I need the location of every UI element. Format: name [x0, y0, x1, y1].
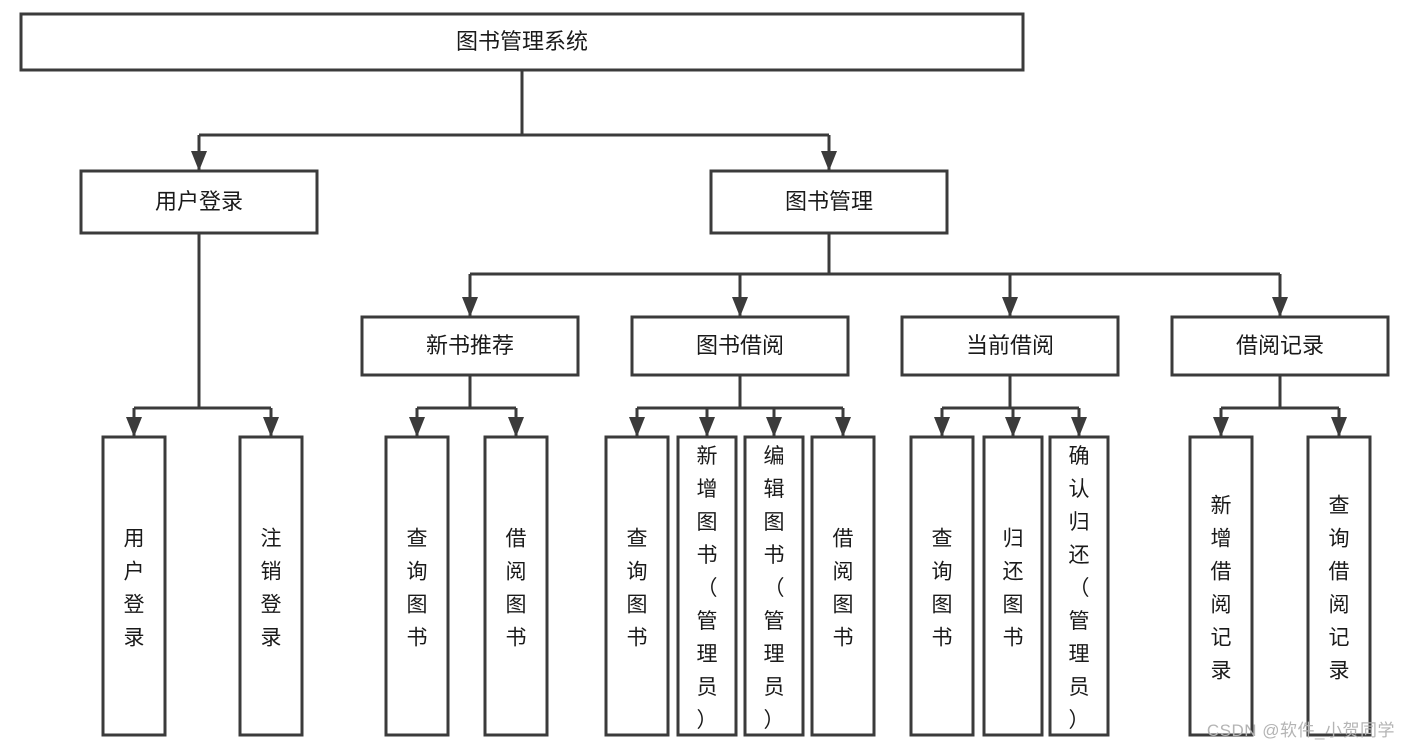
arrow-head-icon	[191, 151, 207, 171]
node-label: 查询图书	[407, 528, 428, 650]
node-label: 图书管理	[785, 189, 873, 214]
arrow-head-icon	[732, 297, 748, 317]
arrow-head-icon	[1331, 417, 1347, 437]
nodes-layer: 图书管理系统用户登录图书管理新书推荐图书借阅当前借阅借阅记录用户登录注销登录查询…	[19, 12, 1390, 737]
node-box	[604, 435, 670, 737]
node-label: 新增借阅记录	[1211, 495, 1232, 683]
node-label: 借阅图书	[833, 528, 854, 650]
node-book-borrow[interactable]: 图书借阅	[630, 315, 850, 377]
node-current-borrow[interactable]: 当前借阅	[900, 315, 1120, 377]
node-box	[19, 12, 1025, 72]
node-leaf-confirm-return[interactable]: 确认归还（管理员）	[1048, 435, 1110, 737]
node-leaf-query-record[interactable]: 查询借阅记录	[1306, 435, 1372, 737]
node-label: 借阅记录	[1236, 333, 1324, 358]
node-label: 当前借阅	[966, 333, 1054, 358]
node-box	[709, 169, 949, 235]
node-leaf-user-login[interactable]: 用户登录	[101, 435, 167, 737]
node-label: 新增图书（管理员）	[697, 445, 718, 732]
node-box	[810, 435, 876, 737]
arrow-head-icon	[409, 417, 425, 437]
node-label: 归还图书	[1003, 528, 1024, 650]
node-box	[384, 435, 450, 737]
arrow-head-icon	[1002, 297, 1018, 317]
node-box	[238, 435, 304, 737]
arrow-head-icon	[629, 417, 645, 437]
node-label: 查询借阅记录	[1329, 495, 1350, 683]
node-leaf-add-record[interactable]: 新增借阅记录	[1188, 435, 1254, 737]
node-leaf-user-logout[interactable]: 注销登录	[238, 435, 304, 737]
node-box	[676, 435, 738, 737]
node-label: 查询图书	[932, 528, 953, 650]
node-box	[900, 315, 1120, 377]
arrow-head-icon	[263, 417, 279, 437]
node-box	[360, 315, 580, 377]
arrow-head-icon	[126, 417, 142, 437]
node-box	[909, 435, 975, 737]
connectors-layer	[126, 70, 1347, 437]
node-leaf-add-book[interactable]: 新增图书（管理员）	[676, 435, 738, 737]
node-box	[743, 435, 805, 737]
node-box	[101, 435, 167, 737]
arrow-head-icon	[835, 417, 851, 437]
node-label: 用户登录	[155, 189, 243, 214]
node-leaf-query-book-2[interactable]: 查询图书	[604, 435, 670, 737]
node-root[interactable]: 图书管理系统	[19, 12, 1025, 72]
node-box	[1188, 435, 1254, 737]
watermark-text: CSDN @软件_小贺同学	[1206, 721, 1395, 740]
arrow-head-icon	[1071, 417, 1087, 437]
arrow-head-icon	[462, 297, 478, 317]
arrow-head-icon	[934, 417, 950, 437]
node-box	[630, 315, 850, 377]
node-new-book-rec[interactable]: 新书推荐	[360, 315, 580, 377]
node-box	[1170, 315, 1390, 377]
node-label: 编辑图书（管理员）	[764, 445, 785, 732]
arrow-head-icon	[1213, 417, 1229, 437]
node-label: 新书推荐	[426, 333, 514, 358]
node-label: 查询图书	[627, 528, 648, 650]
arrow-head-icon	[1272, 297, 1288, 317]
node-box	[1048, 435, 1110, 737]
arrow-head-icon	[766, 417, 782, 437]
node-label: 确认归还（管理员）	[1069, 445, 1090, 732]
node-label: 图书管理系统	[456, 29, 588, 54]
arrow-head-icon	[821, 151, 837, 171]
node-box	[982, 435, 1044, 737]
node-box	[79, 169, 319, 235]
arrow-head-icon	[1005, 417, 1021, 437]
node-user-login[interactable]: 用户登录	[79, 169, 319, 235]
node-box	[1306, 435, 1372, 737]
node-leaf-query-book-1[interactable]: 查询图书	[384, 435, 450, 737]
node-leaf-borrow-book-1[interactable]: 借阅图书	[483, 435, 549, 737]
node-box	[483, 435, 549, 737]
arrow-head-icon	[508, 417, 524, 437]
node-leaf-query-book-3[interactable]: 查询图书	[909, 435, 975, 737]
node-label: 图书借阅	[696, 333, 784, 358]
node-borrow-record[interactable]: 借阅记录	[1170, 315, 1390, 377]
node-label: 借阅图书	[506, 528, 527, 650]
node-leaf-edit-book[interactable]: 编辑图书（管理员）	[743, 435, 805, 737]
node-label: 注销登录	[261, 528, 282, 650]
arrow-head-icon	[699, 417, 715, 437]
node-label: 用户登录	[124, 528, 145, 650]
node-leaf-return-book[interactable]: 归还图书	[982, 435, 1044, 737]
node-book-manage[interactable]: 图书管理	[709, 169, 949, 235]
node-leaf-borrow-book-2[interactable]: 借阅图书	[810, 435, 876, 737]
